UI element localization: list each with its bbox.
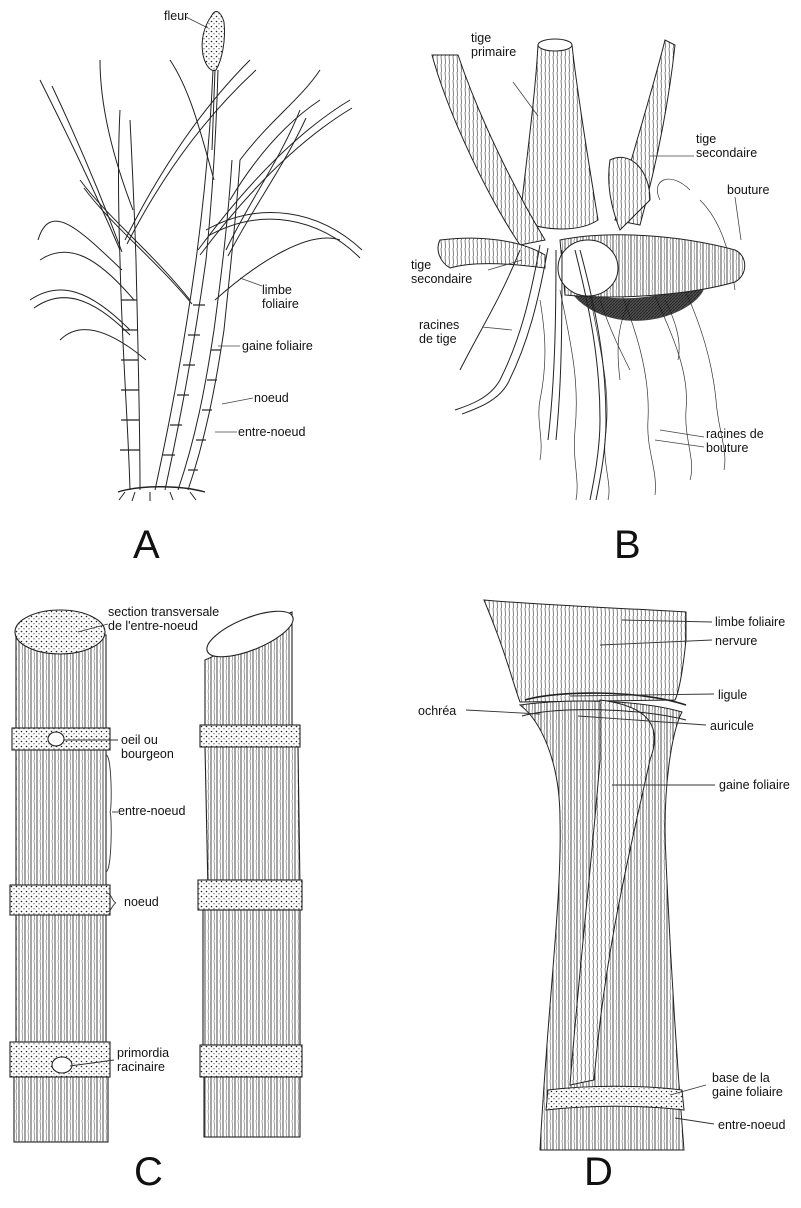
label-d-nervure: nervure: [715, 634, 757, 648]
label-d-ochrea: ochréa: [418, 704, 456, 718]
panel-a-plant-drawing: [30, 11, 362, 501]
label-b-tige-secondaire-left: tige secondaire: [411, 258, 472, 286]
panel-letter-b: B: [614, 523, 641, 567]
label-a-noeud: noeud: [254, 391, 289, 405]
panel-letter-a: A: [133, 523, 160, 567]
label-b-racines-de-tige: racines de tige: [419, 318, 459, 346]
label-a-limbe-foliaire: limbe foliaire: [262, 283, 299, 311]
label-a-entre-noeud: entre-noeud: [238, 425, 305, 439]
panel-b-cutting-drawing: [432, 39, 745, 500]
label-a-fleur: fleur: [164, 9, 188, 23]
label-d-gaine-foliaire: gaine foliaire: [719, 778, 790, 792]
label-b-tige-secondaire-right: tige secondaire: [696, 132, 757, 160]
label-d-limbe-foliaire: limbe foliaire: [715, 615, 785, 629]
label-c-primordia-racinaire: primordia racinaire: [117, 1046, 169, 1074]
label-b-tige-primaire: tige primaire: [471, 31, 516, 59]
panel-letter-d: D: [584, 1150, 613, 1194]
label-c-section-transversale: section transversale de l'entre-noeud: [108, 605, 219, 633]
label-c-noeud: noeud: [124, 895, 159, 909]
panel-a-flower: [202, 11, 224, 150]
label-d-entre-noeud: entre-noeud: [718, 1118, 785, 1132]
panel-letter-c: C: [134, 1150, 163, 1194]
label-c-oeil-ou-bourgeon: oeil ou bourgeon: [121, 733, 174, 761]
label-b-racines-de-bouture: racines de bouture: [706, 427, 764, 455]
label-b-bouture: bouture: [727, 183, 769, 197]
label-a-gaine-foliaire: gaine foliaire: [242, 339, 313, 353]
label-d-ligule: ligule: [718, 688, 747, 702]
label-d-base-gaine-foliaire: base de la gaine foliaire: [712, 1071, 783, 1099]
label-d-auricule: auricule: [710, 719, 754, 733]
label-c-entre-noeud: entre-noeud: [118, 804, 185, 818]
panel-d-sheath-drawing: [466, 600, 715, 1150]
